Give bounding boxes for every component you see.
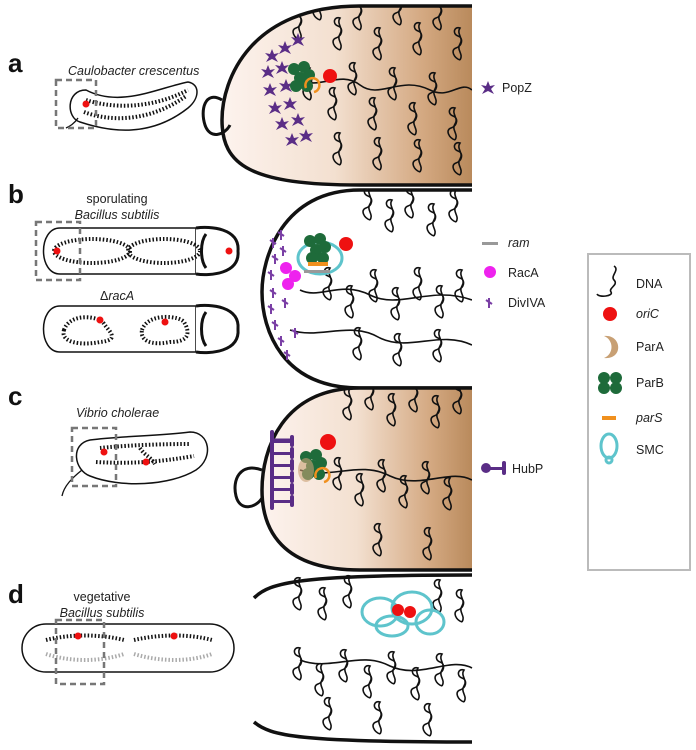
legend-label-dna: DNA [636,277,663,291]
legend-box: DNA oriC ParA ParB parS SMC [587,253,691,571]
oric-d-1 [392,604,404,616]
oric-c [320,434,336,450]
dna-squiggle-icon [596,265,617,297]
hubp-legend-icon [481,461,506,475]
popz-legend-icon [481,81,495,94]
legend-label-oric: oriC [636,307,660,321]
mutant-label: ΔracA [100,289,134,303]
ram-label: ram [508,236,530,250]
cell-pole-c [233,386,472,572]
green-cluster-icon [598,372,622,394]
organism-label-d-2: Bacillus subtilis [60,606,145,620]
cyan-ring-icon [599,432,619,465]
legend-label-parb: ParB [636,376,664,390]
divIVA-label: DivIVA [508,296,546,310]
cell-thumbnail-b-mutant [42,303,240,355]
raca-legend-icon [484,266,496,278]
cell-thumbnail-a [54,78,198,131]
hubp-label: HubP [512,462,543,476]
oric-a [323,69,337,83]
cell-midcell-d [252,573,473,744]
panel-letter-c: c [8,381,22,411]
organism-label-c: Vibrio cholerae [76,406,159,420]
organism-label-d-1: vegetative [74,590,131,604]
red-circle-icon [603,307,617,321]
ram-b [304,270,330,273]
pars-c [314,467,331,484]
cell-thumbnail-d [21,618,235,686]
organism-label-a: Caulobacter crescentus [68,64,199,78]
raca-1 [280,262,292,274]
legend-label-para: ParA [636,340,664,354]
pars-a [304,77,321,94]
tan-crescent-icon [604,335,619,359]
panel-letter-b: b [8,179,24,209]
raca-2 [289,270,301,282]
popz-label: PopZ [502,81,532,95]
orange-dash-icon [602,416,616,420]
para-c [298,458,314,482]
hubp-cluster [270,430,294,510]
organism-label-b-2: Bacillus subtilis [75,208,160,222]
smc-d [360,590,446,638]
legend-label-smc: SMC [636,443,664,457]
pars-b [308,262,328,266]
cell-thumbnail-c [61,426,209,497]
panel-letter-a: a [8,48,23,78]
raca-label: RacA [508,266,539,280]
cell-thumbnail-b-sporulating [34,220,240,282]
organism-label-b-1: sporulating [86,192,147,206]
cell-pole-b [260,188,472,390]
panel-letter-d: d [8,579,24,609]
oric-b [339,237,353,251]
cell-pole-a [201,4,472,187]
divIVA-cluster [267,230,299,360]
raca-3 [282,278,294,290]
legend-label-pars: parS [635,411,663,425]
divIVA-legend-icon [485,298,493,308]
oric-d-2 [404,606,416,618]
ram-legend-icon [482,242,498,245]
